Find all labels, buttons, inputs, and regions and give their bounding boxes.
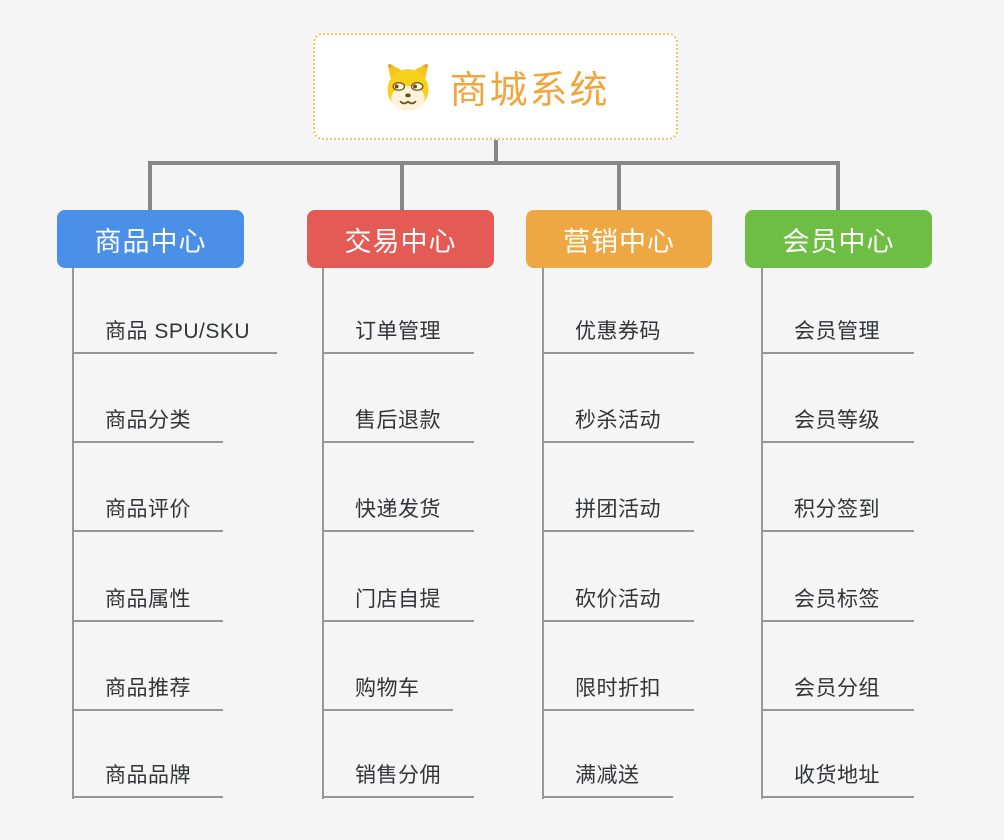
child-topic[interactable]: 快递发货 bbox=[322, 486, 474, 532]
child-topic[interactable]: 积分签到 bbox=[761, 486, 914, 532]
branch-node-label: 营销中心 bbox=[563, 226, 675, 257]
child-topic[interactable]: 商品评价 bbox=[72, 486, 223, 532]
child-topic[interactable]: 收货地址 bbox=[761, 752, 914, 798]
connector-branch-drop-2 bbox=[400, 163, 404, 211]
connector-root-drop bbox=[494, 139, 498, 164]
child-topic[interactable]: 商品推荐 bbox=[72, 665, 223, 711]
branch-node-trade[interactable]: 交易中心 bbox=[307, 210, 494, 268]
branch-node-product[interactable]: 商品中心 bbox=[57, 210, 244, 268]
child-topic-label: 积分签到 bbox=[794, 498, 880, 521]
child-topic[interactable]: 会员等级 bbox=[761, 397, 914, 443]
child-topic[interactable]: 购物车 bbox=[322, 665, 453, 711]
connector-horizontal bbox=[148, 161, 840, 165]
root-node[interactable]: 商城系统 bbox=[313, 33, 678, 140]
child-topic[interactable]: 会员管理 bbox=[761, 308, 914, 354]
child-topic[interactable]: 满减送 bbox=[542, 752, 673, 798]
child-topic-label: 商品属性 bbox=[105, 588, 191, 611]
child-topic-label: 会员标签 bbox=[794, 588, 880, 611]
child-topic-label: 收货地址 bbox=[794, 764, 880, 787]
connector-branch-drop-3 bbox=[617, 163, 621, 211]
child-topic[interactable]: 订单管理 bbox=[322, 308, 474, 354]
child-topic-label: 商品分类 bbox=[105, 409, 191, 432]
child-topic[interactable]: 售后退款 bbox=[322, 397, 474, 443]
child-topic-label: 售后退款 bbox=[355, 409, 441, 432]
connector-trunk-4 bbox=[761, 268, 763, 799]
child-topic-label: 商品 SPU/SKU bbox=[105, 320, 251, 343]
child-topic-label: 会员分组 bbox=[794, 677, 880, 700]
branch-node-label: 交易中心 bbox=[344, 226, 457, 257]
branch-node-label: 会员中心 bbox=[782, 226, 895, 257]
child-topic[interactable]: 商品 SPU/SKU bbox=[72, 308, 277, 354]
child-topic-label: 商品评价 bbox=[105, 498, 191, 521]
branch-node-marketing[interactable]: 营销中心 bbox=[526, 210, 712, 268]
connector-branch-drop-4 bbox=[836, 163, 840, 211]
child-topic-label: 会员等级 bbox=[794, 409, 880, 432]
child-topic-label: 快递发货 bbox=[355, 498, 441, 521]
connector-trunk-2 bbox=[322, 268, 324, 799]
branch-node-member[interactable]: 会员中心 bbox=[745, 210, 932, 268]
child-topic-label: 满减送 bbox=[575, 764, 640, 787]
child-topic-label: 会员管理 bbox=[794, 320, 880, 343]
child-topic-label: 秒杀活动 bbox=[575, 409, 661, 432]
branch-node-label: 商品中心 bbox=[94, 226, 207, 257]
child-topic[interactable]: 商品分类 bbox=[72, 397, 223, 443]
child-topic[interactable]: 优惠券码 bbox=[542, 308, 694, 354]
child-topic[interactable]: 秒杀活动 bbox=[542, 397, 694, 443]
child-topic-label: 商品品牌 bbox=[105, 764, 191, 787]
child-topic-label: 砍价活动 bbox=[575, 588, 661, 611]
connector-branch-drop-1 bbox=[148, 163, 152, 211]
child-topic-label: 门店自提 bbox=[355, 588, 441, 611]
child-topic[interactable]: 限时折扣 bbox=[542, 665, 694, 711]
child-topic-label: 商品推荐 bbox=[105, 677, 191, 700]
connector-trunk-3 bbox=[542, 268, 544, 799]
child-topic-label: 优惠券码 bbox=[575, 320, 661, 343]
child-topic[interactable]: 会员分组 bbox=[761, 665, 914, 711]
child-topic-label: 购物车 bbox=[355, 677, 420, 700]
child-topic-label: 订单管理 bbox=[355, 320, 441, 343]
child-topic-label: 限时折扣 bbox=[575, 677, 661, 700]
doge-icon bbox=[387, 63, 430, 111]
child-topic[interactable]: 砍价活动 bbox=[542, 576, 694, 622]
connector-trunk-1 bbox=[72, 268, 74, 799]
child-topic[interactable]: 商品品牌 bbox=[72, 752, 223, 798]
child-topic[interactable]: 销售分佣 bbox=[322, 752, 474, 798]
child-topic[interactable]: 商品属性 bbox=[72, 576, 223, 622]
child-topic[interactable]: 会员标签 bbox=[761, 576, 914, 622]
child-topic-label: 拼团活动 bbox=[575, 498, 661, 521]
child-topic-label: 销售分佣 bbox=[355, 764, 441, 787]
child-topic[interactable]: 拼团活动 bbox=[542, 486, 694, 532]
child-topic[interactable]: 门店自提 bbox=[322, 576, 474, 622]
root-node-label: 商城系统 bbox=[449, 70, 610, 112]
